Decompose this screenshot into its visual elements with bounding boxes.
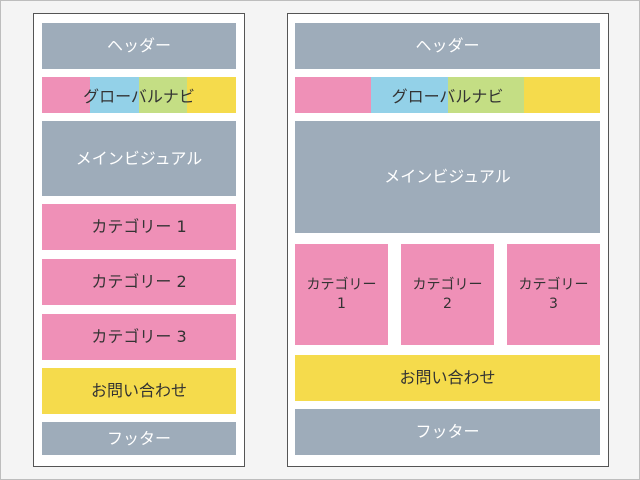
mobile-nav-segment-blue: [90, 77, 139, 113]
desktop-category-2-name: カテゴリー: [412, 276, 483, 293]
mobile-category-3-block: カテゴリー 3: [42, 314, 236, 360]
desktop-category-1-block: カテゴリー 1: [295, 244, 388, 345]
mobile-globalnav-block: グローバルナビ: [42, 77, 236, 113]
mobile-nav-segment-green: [139, 77, 187, 113]
desktop-globalnav-block: グローバルナビ: [295, 77, 600, 113]
mobile-footer-label: フッター: [106, 428, 171, 448]
mobile-nav-segment-yellow: [187, 77, 236, 113]
desktop-nav-segment-blue: [371, 77, 448, 113]
mobile-category-1-label: カテゴリー 1: [91, 217, 187, 237]
mobile-main-visual-label: メインビジュアル: [75, 148, 203, 168]
desktop-globalnav-label: グローバルナビ: [391, 87, 504, 106]
desktop-footer-label: フッター: [415, 422, 480, 442]
mobile-category-3-label: カテゴリー 3: [91, 327, 187, 347]
desktop-category-2-block: カテゴリー 2: [401, 244, 494, 345]
mobile-main-visual-block: メインビジュアル: [42, 121, 236, 196]
desktop-nav-segment-yellow: [524, 77, 600, 113]
desktop-category-3-number: 3: [549, 295, 558, 312]
desktop-category-3-name: カテゴリー: [518, 276, 589, 293]
mobile-header-block: ヘッダー: [42, 23, 236, 69]
mobile-contact-label: お問い合わせ: [90, 381, 187, 401]
mobile-nav-segment-pink: [42, 77, 90, 113]
desktop-main-visual-label: メインビジュアル: [384, 167, 511, 187]
desktop-nav-segment-green: [448, 77, 524, 113]
desktop-contact-block: お問い合わせ: [295, 355, 600, 401]
mobile-globalnav-label: グローバルナビ: [83, 87, 195, 106]
desktop-category-1-number: 1: [337, 295, 346, 312]
mobile-header-label: ヘッダー: [106, 36, 171, 56]
mobile-contact-block: お問い合わせ: [42, 368, 236, 414]
mobile-category-1-block: カテゴリー 1: [42, 204, 236, 250]
desktop-nav-segment-pink: [295, 77, 371, 113]
mobile-category-2-block: カテゴリー 2: [42, 259, 236, 305]
desktop-category-2-number: 2: [443, 295, 452, 312]
desktop-main-visual-block: メインビジュアル: [295, 121, 600, 233]
mobile-category-2-label: カテゴリー 2: [91, 272, 187, 292]
mobile-footer-block: フッター: [42, 422, 236, 455]
desktop-category-1-name: カテゴリー: [306, 276, 377, 293]
desktop-footer-block: フッター: [295, 409, 600, 455]
desktop-header-block: ヘッダー: [295, 23, 600, 69]
desktop-header-label: ヘッダー: [415, 36, 480, 56]
desktop-category-3-block: カテゴリー 3: [507, 244, 600, 345]
desktop-contact-label: お問い合わせ: [399, 368, 496, 388]
